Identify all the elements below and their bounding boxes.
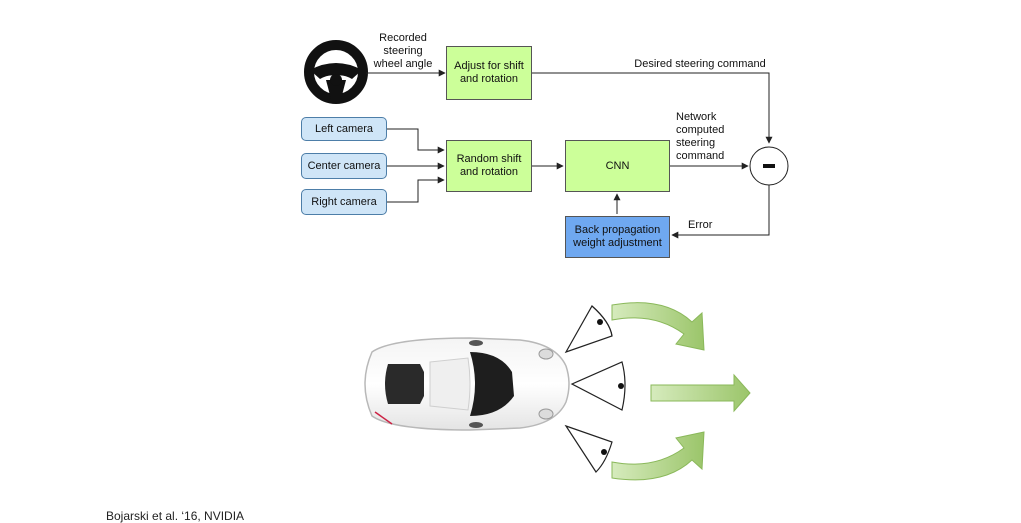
desired-command-label: Desired steering command bbox=[634, 58, 766, 70]
error-label: Error bbox=[688, 219, 713, 231]
steering-wheel-icon bbox=[304, 40, 368, 104]
error-feedback-arrow bbox=[671, 185, 770, 239]
recorded-steering-label: Recorded steering wheel angle bbox=[373, 32, 433, 70]
left-camera-view-icon bbox=[564, 305, 613, 354]
car-image bbox=[364, 337, 570, 431]
right-camera-box: Right camera bbox=[301, 189, 387, 215]
center-camera-view-icon bbox=[570, 361, 626, 411]
left-camera-box: Left camera bbox=[301, 117, 387, 141]
right-camera-arrow bbox=[387, 176, 445, 203]
left-camera-arrow bbox=[387, 128, 445, 154]
subtract-node bbox=[749, 146, 789, 186]
curved-right-arrow-icon bbox=[611, 431, 705, 481]
adjust-shift-rotation-box: Adjust for shift and rotation bbox=[446, 46, 532, 100]
desired-command-arrow bbox=[532, 72, 773, 144]
right-camera-view-icon bbox=[564, 424, 613, 473]
network-command-label: Network computed steering command bbox=[676, 111, 725, 162]
cnn-box: CNN bbox=[565, 140, 670, 192]
center-camera-box: Center camera bbox=[301, 153, 387, 179]
random-shift-rotation-box: Random shift and rotation bbox=[446, 140, 532, 192]
straight-arrow-icon bbox=[650, 373, 751, 413]
backprop-box: Back propagation weight adjustment bbox=[565, 216, 670, 258]
citation: Bojarski et al. ‘16, NVIDIA bbox=[106, 509, 245, 523]
curved-left-arrow-icon bbox=[611, 302, 705, 351]
